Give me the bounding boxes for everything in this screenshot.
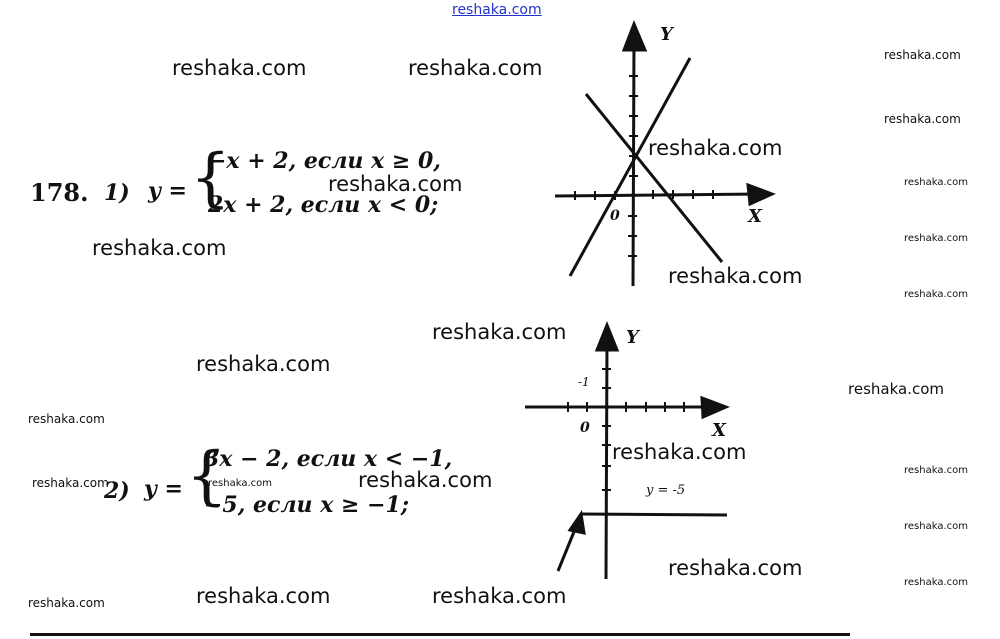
watermark: reshaka.com [408, 56, 543, 80]
x-axis [554, 192, 761, 198]
brace: { [190, 141, 231, 215]
watermark: reshaka.com [28, 596, 105, 610]
watermark: reshaka.com [904, 233, 968, 244]
graph-2-line-label: y = -5 [646, 483, 686, 498]
watermark: reshaka.com [28, 412, 105, 426]
watermark: reshaka.com [884, 48, 961, 62]
watermark: reshaka.com [904, 289, 968, 300]
watermark-link[interactable]: reshaka.com [452, 2, 542, 18]
graph-1-origin-label: 0 [610, 208, 620, 224]
case-2: −5, если x ≥ −1; [204, 492, 409, 518]
watermark: reshaka.com [432, 320, 567, 344]
watermark: reshaka.com [904, 177, 968, 188]
watermark: reshaka.com [904, 465, 968, 476]
graph-2-y-label: Y [626, 327, 639, 348]
graph-1-y-label: Y [660, 24, 673, 45]
bottom-rule [30, 633, 850, 636]
lhs: y = [148, 178, 187, 204]
watermark: reshaka.com [848, 380, 944, 398]
graph-1 [554, 19, 776, 287]
line-arrowhead [567, 510, 586, 535]
graph-2 [525, 320, 730, 580]
line-y-minus-5 [579, 512, 728, 517]
brace: { [186, 439, 227, 513]
case-1: 3x − 2, если x < −1, [204, 446, 453, 472]
graph-2-tick-label: -1 [578, 375, 590, 389]
watermark: reshaka.com [904, 577, 968, 588]
watermark: reshaka.com [358, 468, 493, 492]
line-minus-x-plus-2 [584, 93, 724, 263]
graph-2-x-label: X [712, 420, 726, 441]
watermark: reshaka.com [92, 236, 227, 260]
watermark: reshaka.com [172, 56, 307, 80]
watermark: reshaka.com [196, 352, 331, 376]
watermark: reshaka.com [32, 476, 109, 490]
x-axis-arrow [746, 182, 776, 207]
watermark: reshaka.com [432, 584, 567, 608]
y-axis [604, 339, 609, 580]
watermark: reshaka.com [612, 440, 747, 464]
problem-number: 178. [30, 178, 89, 207]
watermark: reshaka.com [668, 556, 803, 580]
ticks [567, 368, 685, 491]
case-2: 2x + 2, если x < 0; [208, 192, 439, 218]
x-axis-arrow [700, 395, 730, 420]
part-label: 1) [104, 180, 130, 206]
watermark: reshaka.com [668, 264, 803, 288]
y-axis-arrow [621, 19, 648, 52]
part-label: 2) [104, 478, 130, 504]
watermark: reshaka.com [208, 478, 272, 489]
watermark: reshaka.com [328, 172, 463, 196]
case-1: −x + 2, если x ≥ 0, [208, 148, 441, 174]
y-axis-arrow [594, 320, 620, 352]
watermark: reshaka.com [196, 584, 331, 608]
lhs: y = [144, 476, 183, 502]
line-2x-plus-2 [568, 57, 692, 277]
watermark: reshaka.com [884, 112, 961, 126]
watermark: reshaka.com [648, 136, 783, 160]
graph-2-origin-label: 0 [580, 420, 590, 436]
watermark: reshaka.com [904, 521, 968, 532]
graph-1-x-label: X [748, 206, 762, 227]
